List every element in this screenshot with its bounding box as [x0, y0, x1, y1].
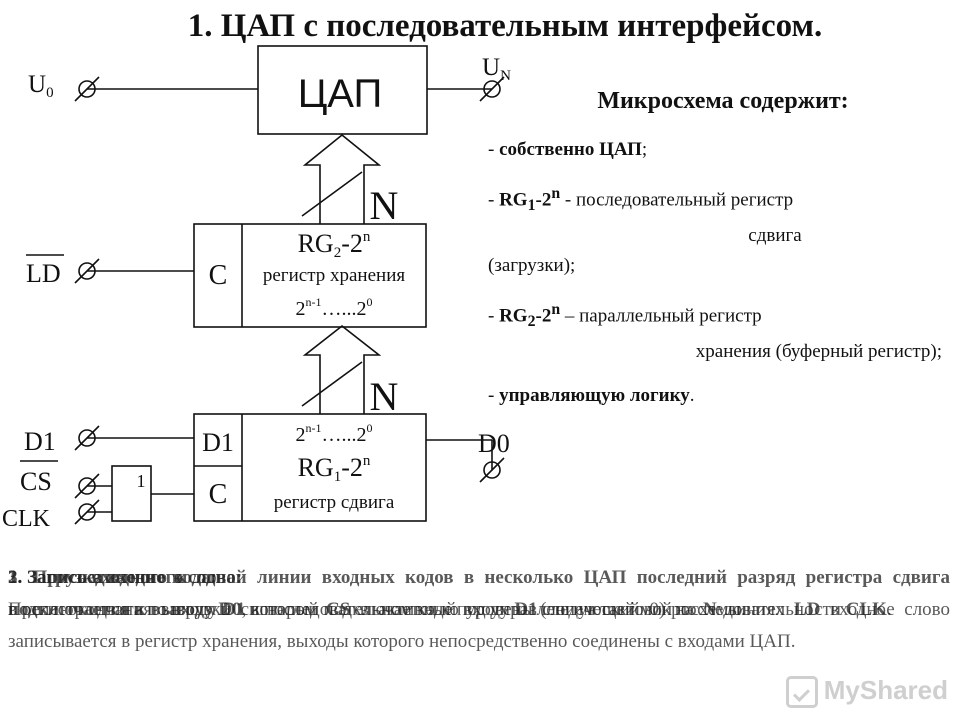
rg1-bit-range: 2n-1…...20	[296, 421, 373, 446]
register2-block	[193, 223, 427, 328]
chip-item-shift-register: - RG1-2n - последовательный регистр сдви…	[488, 185, 802, 277]
bus-arrow-upper	[302, 133, 382, 224]
slide-title: 1. ЦАП с последовательным интерфейсом.	[187, 8, 823, 44]
bus-arrow-lower	[302, 324, 382, 414]
rg1-name: RG1-2n	[298, 453, 371, 485]
pin-un-label: UN	[482, 54, 511, 84]
pin-clk-label: CLK	[2, 506, 51, 532]
chip-item-control-logic: - управляющую логику.	[488, 385, 695, 407]
pin-d0-label: D0	[478, 429, 510, 458]
paragraph-write-code: 1. Запись входного кода:После окончания …	[8, 567, 950, 652]
chip-item-dac: - собственно ЦАП;	[488, 139, 648, 160]
watermark-check-icon	[785, 676, 818, 708]
paragraph-load-word: 2. Загрузка входного слова:в регистр сдв…	[8, 567, 892, 620]
dac-block	[257, 45, 428, 135]
chip-contents-heading: Микросхема содержит:	[597, 88, 849, 114]
dac-label: ЦАП	[298, 72, 383, 116]
rg2-description: регистр хранения	[263, 265, 405, 286]
paragraph-cascade: 3. Присоединение к одной линии входных к…	[8, 567, 950, 620]
rg1-description: регистр сдвига	[274, 492, 395, 513]
rg1-clock-label: C	[209, 479, 228, 510]
pin-u0-label: U0	[28, 71, 54, 101]
watermark: MyShared	[785, 675, 948, 708]
rg2-name: RG2-2n	[298, 229, 371, 261]
pin-cs-label: CS	[20, 467, 52, 496]
chip-item-storage-register: - RG2-2n – параллельный регистр хранения…	[488, 301, 942, 363]
rg2-bit-range: 2n-1…...20	[296, 295, 373, 320]
bus-width-upper: N	[370, 183, 399, 228]
rg2-clock-label: C	[209, 260, 228, 291]
bus-width-lower: N	[370, 374, 399, 419]
chip-contents-panel: Микросхема содержит: - собственно ЦАП; -…	[488, 88, 948, 425]
pin-d1-label: D1	[24, 427, 56, 456]
or-gate-label: 1	[137, 471, 146, 491]
overlapping-explanation-text: 3. Присоединение к одной линии входных к…	[8, 562, 950, 707]
pin-ld-label: LD	[26, 259, 61, 288]
register1-block	[193, 413, 427, 522]
rg1-data-label: D1	[202, 428, 234, 457]
